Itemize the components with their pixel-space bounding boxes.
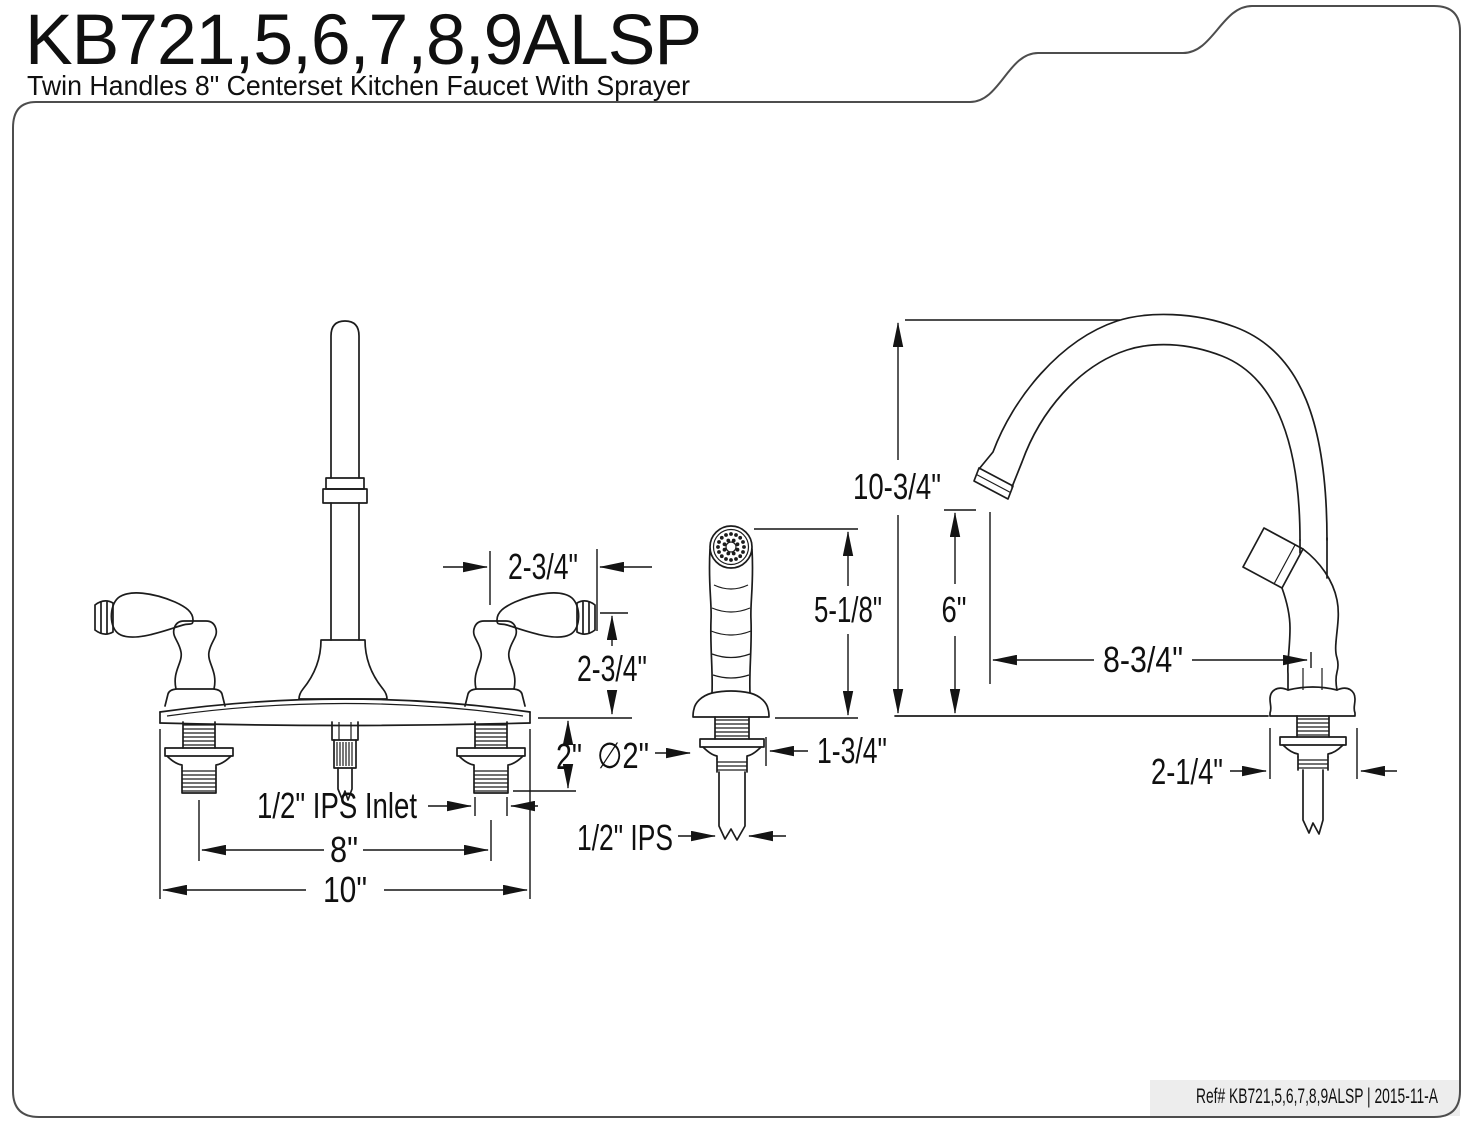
dim-hole-diameter: ∅2" [597,735,692,776]
dim-spout-outlet-height: 6" [942,509,976,715]
page-subtitle: Twin Handles 8" Centerset Kitchen Faucet… [27,70,690,101]
dim-label-sprayer-supply: 1/2" IPS [577,817,673,858]
dim-label-faucet-centers: 8" [330,829,358,870]
dim-side-sprayer-shank: 2-1/4" [1151,728,1397,792]
reference-number: Ref# KB721,5,6,7,8,9ALSP | 2015-11-A [1196,1085,1438,1108]
dim-label-spout-reach: 8-3/4" [1103,639,1183,680]
sheet-border [12,5,1461,1118]
dim-label-handle-height: 2-3/4" [577,648,647,689]
page-title: KB721,5,6,7,8,9ALSP [25,1,701,80]
spout [298,320,388,700]
dim-shank-length: 2" [513,717,632,792]
dim-label-spout-outlet-height: 6" [942,589,967,630]
dim-label-shank-length: 2" [556,736,582,777]
side-sprayer [1242,527,1356,835]
dim-label-deck-plate-width: 10" [323,869,367,910]
dim-label-sprayer-shank-width: 1-3/4" [817,730,887,771]
left-shank [164,721,234,794]
sprayer-head [708,525,754,694]
dim-deck-plate-width: 10" [159,729,531,910]
aerator-shank [331,721,359,801]
dim-label-overall-height: 10-3/4" [853,466,941,507]
right-shank [456,721,526,794]
dim-spout-reach: 8-3/4" [989,512,1312,684]
dim-sprayer-height: 5-1/8" [754,528,882,719]
sprayer-base-shank [692,690,770,841]
spray-nozzle-dots [716,532,746,562]
dim-faucet-centers: 8" [198,800,492,870]
dim-label-inlet: 1/2" IPS Inlet [257,785,417,826]
deck-plate [159,698,531,727]
dim-handle-reach: 2-3/4" [443,546,652,631]
right-handle [464,592,596,707]
side-view-drawing: 10-3/4" 6" 8-3/4" 2-1/4" [853,313,1397,835]
dim-overall-height: 10-3/4" [853,319,1120,715]
dim-sprayer-shank-width: 1-3/4" [765,730,887,771]
dim-sprayer-supply: 1/2" IPS [577,817,786,858]
front-view-drawing: 2-3/4" 2-3/4" 2" ∅2" 1/2" IP [94,320,692,910]
gooseneck-spout [973,313,1328,579]
header: KB721,5,6,7,8,9ALSP Twin Handles 8" Cent… [25,1,702,101]
dim-inlet: 1/2" IPS Inlet [257,785,538,826]
dim-label-side-sprayer-shank: 2-1/4" [1151,751,1223,792]
dim-label-hole-diameter: ∅2" [597,735,649,776]
dim-handle-height: 2-3/4" [577,612,647,716]
left-handle [94,592,226,707]
sprayer-view-drawing: 5-1/8" 1-3/4" 1/2" IPS [577,525,887,858]
footer-strip [1150,1080,1460,1116]
dim-label-sprayer-height: 5-1/8" [814,589,882,630]
dim-label-handle-reach: 2-3/4" [508,546,578,587]
